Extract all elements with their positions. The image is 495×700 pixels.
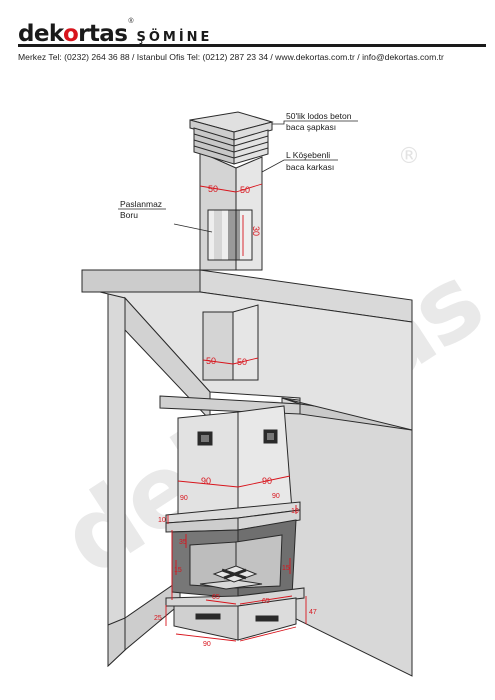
dim-mantel-depth: 10: [291, 508, 299, 515]
ash-slot-left-icon: [195, 613, 221, 620]
brand-logo: dekortas ® ŞÖMİNE: [18, 14, 212, 46]
dim-base-front: 90: [203, 641, 211, 648]
dim-firebox: 65: [212, 594, 220, 601]
registered-mark-icon: ®: [128, 18, 134, 25]
dim-flue-lower-right: 50: [237, 357, 247, 367]
dim-hood-front: 90: [201, 476, 211, 486]
frame-label-line2: baca karkası: [286, 162, 334, 172]
callouts: [118, 120, 358, 233]
mantel: [165, 501, 301, 533]
dimension-lines: [165, 183, 307, 642]
cap-label-line1: 50'lik lodos beton: [286, 111, 352, 121]
dim-flue-upper-left: 50: [208, 184, 218, 194]
chimney-lower: [202, 304, 259, 381]
dim-hood-front-small: 90: [180, 495, 188, 502]
firegrate-icon: [221, 568, 247, 580]
dim-base-side: 65: [262, 598, 270, 605]
chimney-hood: [177, 405, 293, 516]
contact-line: Merkez Tel: (0232) 264 36 88 / Istanbul …: [18, 52, 444, 62]
dim-box-left: 15: [174, 567, 182, 574]
dim-opening-height: 35: [179, 539, 187, 546]
cap-label-line2: baca şapkası: [286, 122, 336, 132]
dim-pipe-height: 30: [251, 226, 261, 236]
firebox: [171, 519, 297, 599]
brand-name: dekortas: [18, 21, 128, 47]
dim-flue-upper-right: 50: [240, 185, 250, 195]
hearth-base: [165, 587, 305, 641]
dim-hood-side: 90: [262, 476, 272, 486]
stainless-pipe: [207, 209, 253, 261]
right-wall: [281, 397, 413, 677]
dim-box-right: 15: [282, 565, 290, 572]
frame-label-line1: L Köşebenli: [286, 150, 330, 160]
dim-mantel-height: 10: [158, 517, 166, 524]
dim-hood-side-small: 90: [272, 493, 280, 500]
ash-slot-right-icon: [255, 615, 279, 622]
dim-base-height-left: 25: [154, 615, 162, 622]
chimney-cap: [189, 111, 274, 165]
dim-flue-lower-left: 50: [206, 356, 216, 366]
header-rule: [18, 44, 486, 47]
watermark-registered-icon: ®: [398, 144, 420, 169]
pipe-label-line2: Boru: [120, 210, 138, 220]
pipe-label-line1: Paslanmaz: [120, 199, 162, 209]
product-name: ŞÖMİNE: [136, 30, 213, 45]
dim-base-height-right: 47: [309, 609, 317, 616]
